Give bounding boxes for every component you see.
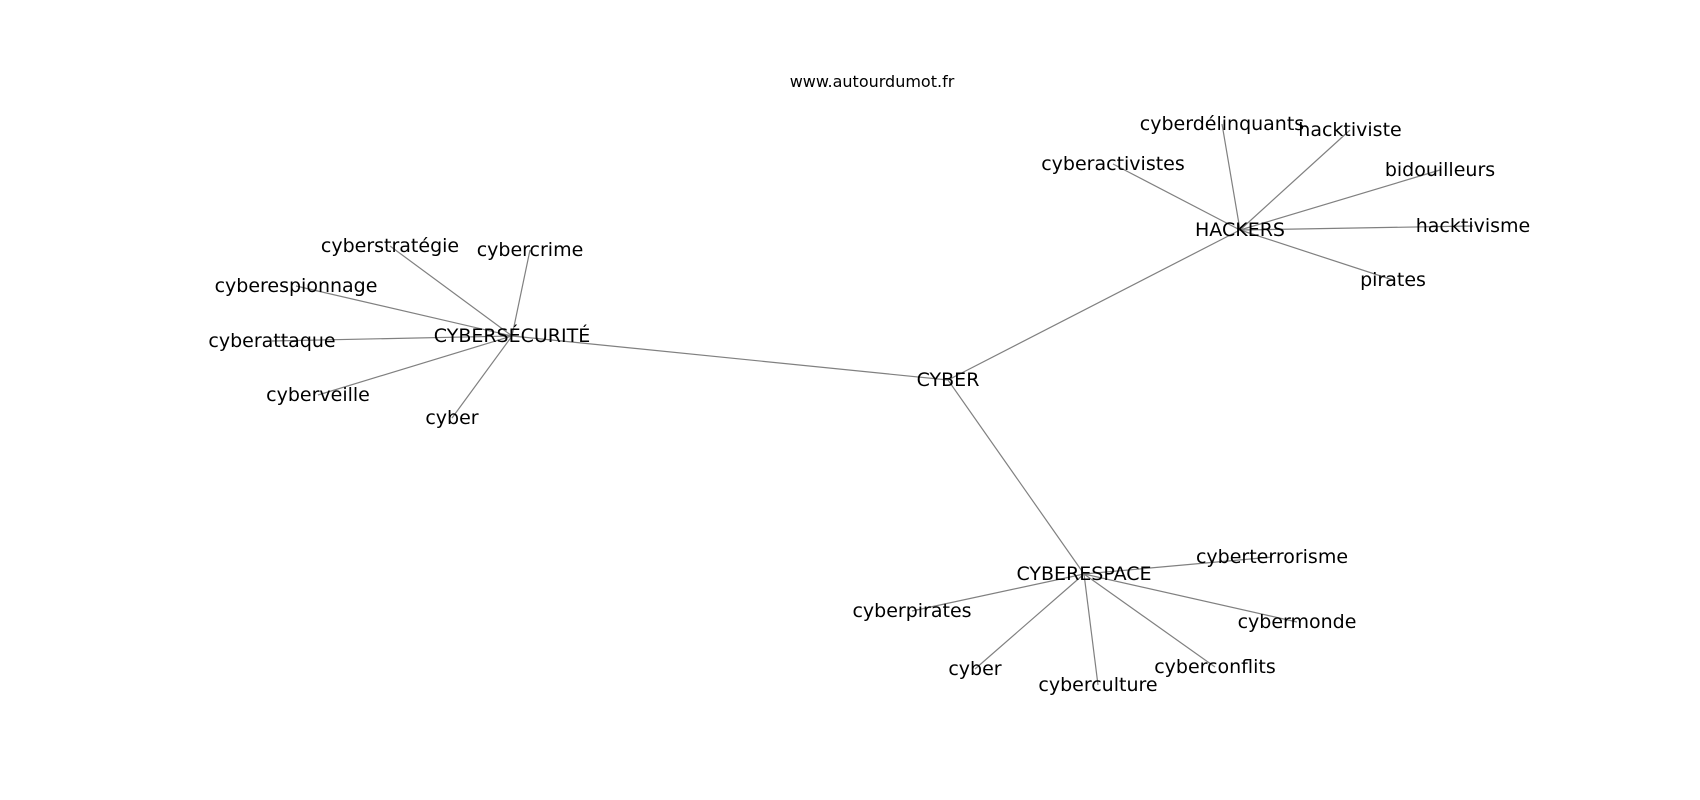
edge-hackers-cyberactivistes [1112, 163, 1241, 231]
edge-hackers-cyberdelinquants [1221, 123, 1241, 231]
node-cyber-2: cyber [425, 407, 478, 429]
node-cyberculture: cyberculture [1038, 674, 1157, 696]
labels: CYBER CYBERSÉCURITÉ cyberstratégie cybercri… [208, 113, 1530, 696]
edge-hackers-hacktiviste [1239, 129, 1351, 231]
node-cyber-3: cyber [948, 658, 1001, 680]
edge-cybersecurite-cyberespionnage [295, 285, 513, 337]
edge-cyberespace-cyberculture [1083, 573, 1099, 686]
node-cyberattaque: cyberattaque [208, 330, 335, 352]
node-bidouilleurs: bidouilleurs [1385, 159, 1495, 181]
node-cyberespionnage: cyberespionnage [215, 275, 378, 297]
edge-cybersecurite-cybercrime [511, 249, 531, 337]
node-cybercrime: cybercrime [477, 239, 584, 261]
edge-cybersecurite-cyberveille [317, 335, 513, 396]
edge-cyber-cybersecurite [511, 335, 949, 381]
node-cybermonde: cybermonde [1238, 611, 1357, 633]
node-hacktivisme: hacktivisme [1416, 215, 1530, 237]
node-cyberstrategie: cyberstratégie [321, 235, 459, 257]
node-hacktiviste: hacktiviste [1298, 119, 1401, 141]
node-cyberpirates: cyberpirates [852, 600, 971, 622]
node-cyberespace: CYBERESPACE [1016, 563, 1151, 585]
edge-hackers-hacktivisme [1239, 225, 1474, 231]
node-cyberterrorisme: cyberterrorisme [1196, 546, 1348, 568]
node-cybersecurite: CYBERSÉCURITÉ [434, 324, 590, 347]
edge-cybersecurite-cyberstrategie [389, 245, 513, 337]
node-cyberdelinquants: cyberdélinquants [1140, 113, 1304, 135]
node-cyberactivistes: cyberactivistes [1041, 153, 1185, 175]
edge-cyberespace-cyberpirates [911, 573, 1085, 612]
edge-cybersecurite-cyberattaque [271, 335, 513, 342]
edge-cyberespace-cyberconflits [1083, 573, 1216, 668]
edge-cyber-cyberespace [947, 379, 1085, 575]
edge-cybersecurite-cyber-2 [451, 335, 513, 419]
node-cyber: CYBER [917, 369, 980, 391]
edge-hackers-pirates [1239, 229, 1394, 281]
edges [271, 123, 1474, 686]
edge-cyberespace-cybermonde [1083, 573, 1298, 623]
edge-cyberespace-cyberterrorisme [1083, 556, 1273, 575]
node-pirates: pirates [1360, 269, 1426, 291]
node-cyberconflits: cyberconflits [1154, 656, 1276, 678]
node-cyberveille: cyberveille [266, 384, 370, 406]
edge-cyber-hackers [947, 229, 1241, 381]
watermark: www.autourdumot.fr [790, 72, 955, 91]
node-hackers: HACKERS [1195, 219, 1285, 241]
edge-cyberespace-cyber-3 [974, 573, 1085, 670]
edge-hackers-bidouilleurs [1239, 169, 1441, 231]
